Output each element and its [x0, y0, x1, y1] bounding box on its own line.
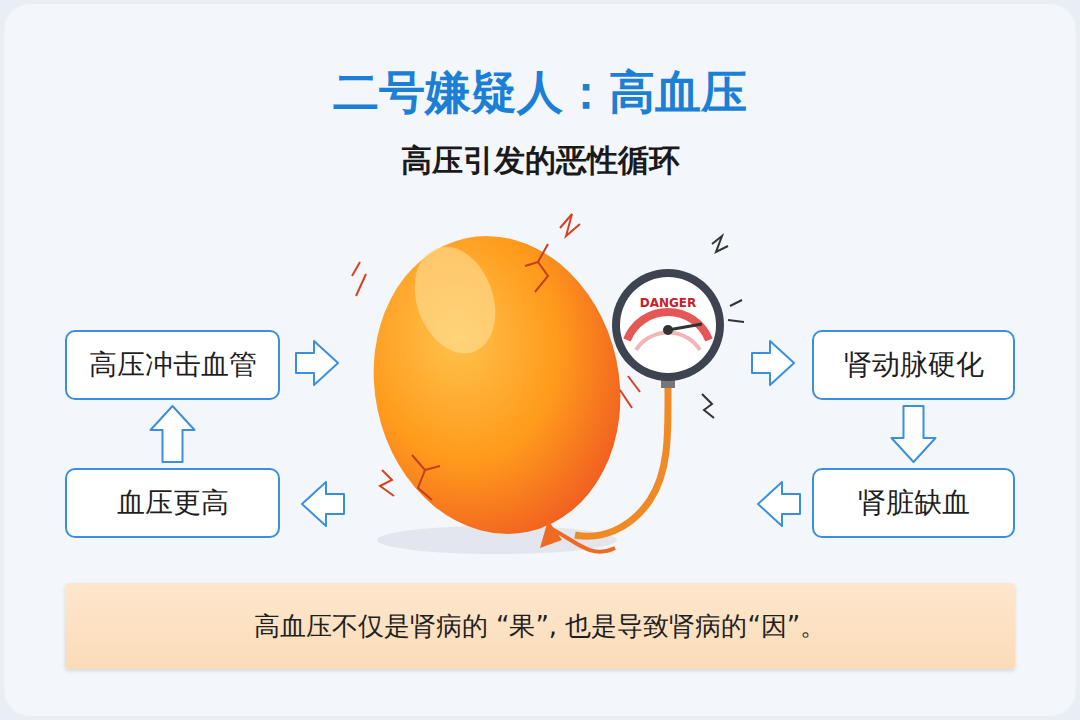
diagram-title: 二号嫌疑人：高血压 [0, 62, 1080, 124]
process-box: 高压冲击血管 [65, 330, 280, 400]
note-band: 高血压不仅是肾病的 “果”, 也是导致肾病的“因”。 [65, 583, 1015, 669]
shake-lines [352, 214, 640, 496]
node-text: 肾脏缺血 [858, 484, 970, 522]
balloon [346, 213, 647, 557]
gauge-label: DANGER [628, 296, 708, 310]
node-text: 血压更高 [117, 484, 229, 522]
cracks [412, 244, 548, 500]
node-text: 肾动脉硬化 [844, 346, 984, 384]
flow-arrow [151, 406, 195, 462]
flow-arrow [892, 406, 936, 462]
node-text: 高血压不仅是肾病的 “果”, 也是导致肾病的“因”。 [254, 609, 827, 644]
node-text: 高压冲击血管 [89, 346, 257, 384]
process-box: 肾动脉硬化 [812, 330, 1015, 400]
pressure-gauge [575, 269, 724, 536]
process-box: 血压更高 [65, 468, 280, 538]
subtitle: 高压引发的恶性循环 [0, 140, 1080, 182]
process-box: 肾脏缺血 [812, 468, 1015, 538]
